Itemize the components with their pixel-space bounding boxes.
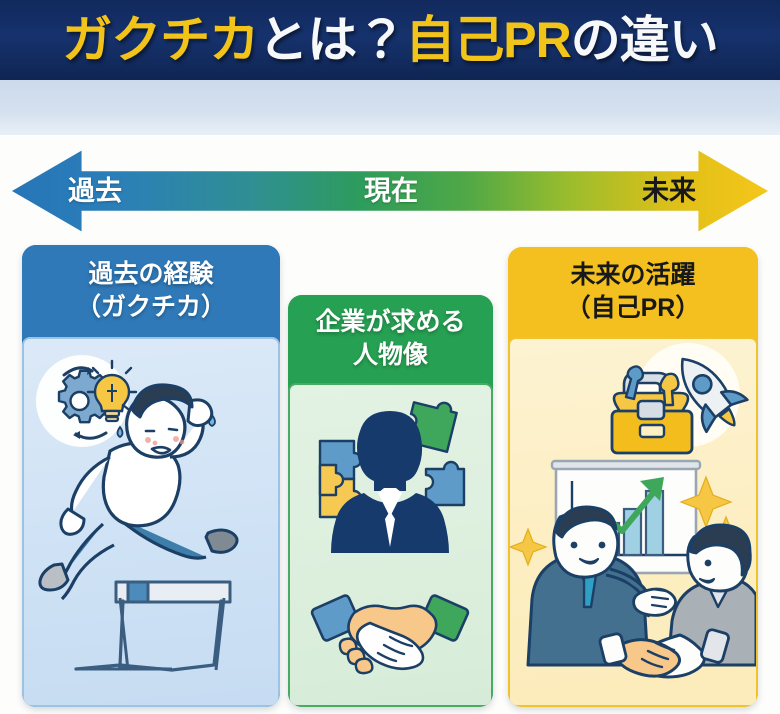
title-segment-chigai: の違い [570,12,719,68]
timeline-label-present: 現在 [364,176,418,206]
card-future-body [508,337,758,707]
timeline-label-future: 未来 [642,176,696,206]
card-future-heading-line2: （自己PR） [565,294,701,322]
card-company-heading-line1: 企業が求める [315,308,466,336]
card-future-success: 未来の活躍 （自己PR） [508,247,758,707]
title-segment-jikopr: 自己PR [405,12,571,68]
title-segment-toha: とは？ [258,12,406,68]
card-past-heading-line2: （ガクチカ） [75,293,226,321]
timeline-label-past: 過去 [68,176,122,206]
title-segment-gakuchika: ガクチカ [62,12,259,68]
card-past-experience: 過去の経験 （ガクチカ） [22,245,280,707]
card-company-body [288,383,493,707]
card-past-body [22,337,280,707]
illustration-handshake-growth-chart [510,339,756,705]
card-future-header: 未来の活躍 （自己PR） [508,247,758,337]
title-bar: ガクチカとは？自己PRの違い [0,0,780,80]
card-company-heading-line2: 人物像 [352,341,428,369]
title-underband [0,80,780,135]
illustration-puzzle-person-handshake [290,385,491,705]
timeline-arrow: 過去 現在 未来 [12,148,768,234]
card-company-header: 企業が求める 人物像 [288,295,493,383]
illustration-student-hurdle [24,339,278,705]
card-future-heading-line1: 未来の活躍 [570,261,696,289]
page-title: ガクチカとは？自己PRの違い [62,12,719,68]
card-past-heading-line1: 過去の経験 [88,260,214,288]
card-company-ideal-person: 企業が求める 人物像 [288,295,493,707]
card-past-header: 過去の経験 （ガクチカ） [22,245,280,337]
